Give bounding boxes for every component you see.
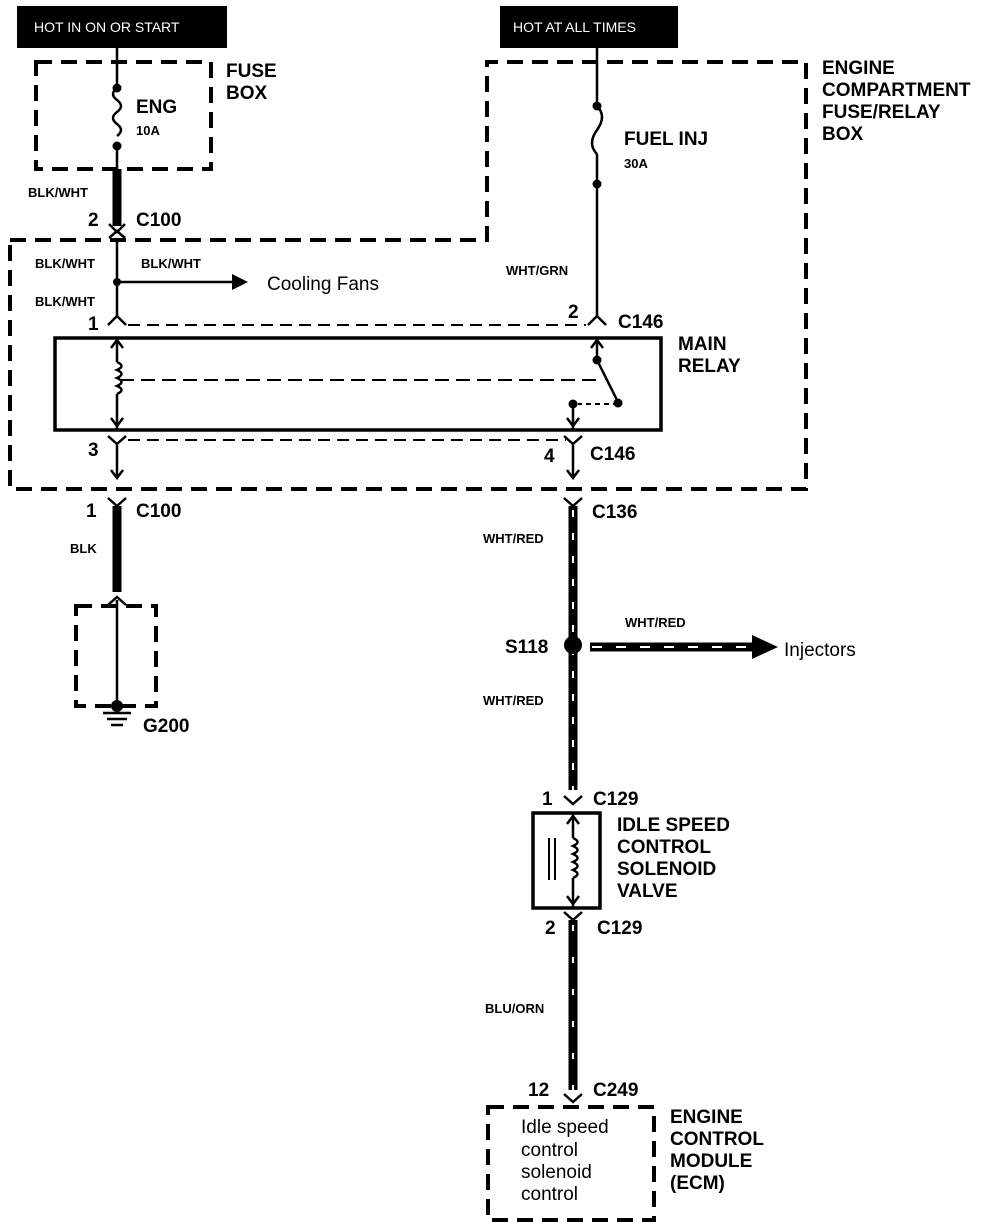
engine-compartment-box-outline [8,60,808,491]
eng-fuse-name: ENG [136,97,177,118]
c146-in-label: C146 [618,312,663,333]
battery-power-header: HOT AT ALL TIMES [500,6,678,48]
solenoid-title-4: VALVE [617,881,678,902]
c146-out-connector-icon [563,435,583,446]
idle-solenoid-box [531,811,602,910]
ecm-title-4: (ECM) [670,1173,725,1194]
relay-pin1-connector-icon [107,314,127,326]
wire-label-blu-orn: BLU/ORN [485,1001,544,1016]
g200-connector-icon [107,595,127,606]
wire-label-blk-wht: BLK/WHT [28,185,88,200]
ecm-title: ENGINE [670,1107,743,1128]
relay-coil-icon [113,360,123,396]
eng-fuse-rating: 10A [136,123,160,138]
main-relay-box [53,336,663,432]
main-relay-title-2: RELAY [678,356,741,377]
c129-bottom-connector-icon [563,911,583,922]
c136-label: C136 [592,502,637,523]
engine-box-title-4: BOX [822,124,864,145]
battery-power-label: HOT AT ALL TIMES [513,19,636,35]
ecm-inner-text-3: solenoid [521,1162,592,1183]
solenoid-title-3: SOLENOID [617,859,716,880]
fuel-inj-fuse-name: FUEL INJ [624,129,708,150]
wire-label-wht-red: WHT/RED [483,531,544,546]
engine-box-title-3: FUSE/RELAY [822,102,941,123]
ignition-power-header: HOT IN ON OR START [17,6,227,48]
c249-label: C249 [593,1080,638,1101]
c129-top-label: C129 [593,789,638,810]
c146-in-connector-icon [587,314,607,326]
engine-box-title: ENGINE [822,58,895,79]
solenoid-title-2: CONTROL [617,837,711,858]
c129-bottom-pin: 2 [545,918,556,939]
ecm-title-2: CONTROL [670,1129,764,1150]
c100-bottom-pin: 1 [86,501,97,522]
c136-connector-icon [563,497,583,508]
relay-switch-icon [595,359,620,403]
injectors-label: Injectors [784,640,856,661]
c100-bottom-connector-icon [107,497,127,508]
c129-top-connector-icon [563,795,583,806]
c100-pin: 2 [88,210,99,231]
c146-out-label: C146 [590,444,635,465]
cooling-fans-arrow-icon [232,274,248,290]
relay-pin3-label: 3 [88,440,99,461]
wire-label-wht-red-3: WHT/RED [483,693,544,708]
wire-label-blk-wht-2: BLK/WHT [35,256,95,271]
fuel-inj-fuse-rating: 30A [624,156,648,171]
ignition-power-label: HOT IN ON OR START [34,19,180,35]
s118-label: S118 [505,637,548,658]
c129-top-pin: 1 [542,789,553,810]
cooling-fans-label: Cooling Fans [267,274,379,295]
g200-label: G200 [143,716,189,737]
injectors-arrow-icon [752,635,778,659]
fuel-inj-fuse-icon [590,105,604,155]
ecm-title-3: MODULE [670,1151,752,1172]
fuse-box-title: FUSE [226,61,277,82]
solenoid-title: IDLE SPEED [617,815,730,836]
fuse-box-title-2: BOX [226,83,268,104]
ecm-inner-text: Idle speed [521,1117,609,1138]
c249-connector-icon [563,1093,583,1104]
wire-label-wht-red-2: WHT/RED [625,615,686,630]
c100-label: C100 [136,210,181,231]
c146-in-pin: 2 [568,302,579,323]
main-relay-title: MAIN [678,334,727,355]
wire-label-blk-wht-3: BLK/WHT [141,256,201,271]
s118-splice-icon [564,636,582,654]
ecm-inner-text-2: control [521,1140,578,1161]
relay-pin3-connector-icon [107,435,127,446]
ecm-box-outline [486,1105,656,1222]
solenoid-coil-icon [569,836,579,880]
wire-label-blk: BLK [70,541,97,556]
ecm-inner-text-4: control [521,1184,578,1205]
c129-bottom-label: C129 [597,918,642,939]
fuse-box-outline [34,60,213,171]
relay-pin1-label: 1 [88,314,99,335]
eng-fuse-icon [111,87,123,137]
wire-label-blk-wht-4: BLK/WHT [35,294,95,309]
c146-out-pin: 4 [544,446,555,467]
c100-bottom-label: C100 [136,501,181,522]
engine-box-title-2: COMPARTMENT [822,80,971,101]
c249-pin: 12 [528,1080,549,1101]
wire-label-wht-grn: WHT/GRN [506,263,568,278]
